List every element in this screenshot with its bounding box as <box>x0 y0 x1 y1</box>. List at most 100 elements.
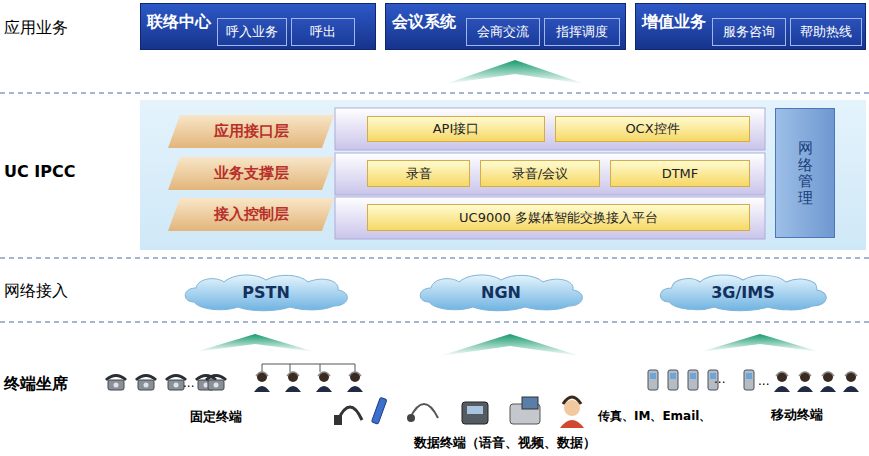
agent-tree-line <box>290 364 291 372</box>
icon-part <box>254 386 270 392</box>
icon-part <box>690 373 696 379</box>
icon-part <box>560 420 584 428</box>
icon-part <box>256 372 268 376</box>
icon-part <box>845 372 857 376</box>
layer-band <box>335 153 765 195</box>
icon-part <box>846 372 856 382</box>
icon-part <box>371 397 386 424</box>
agent-tree-line <box>320 364 321 372</box>
icon-part <box>114 383 119 388</box>
icon-part <box>288 372 298 382</box>
node-text: 会商交流 <box>477 23 529 41</box>
node-text: 业务支撑层 <box>214 164 289 183</box>
icon-part <box>287 372 299 376</box>
icon-part <box>347 386 363 392</box>
icon-part <box>174 383 179 388</box>
icon-part <box>797 386 813 392</box>
icon-part <box>136 376 156 381</box>
icon-part <box>774 386 790 392</box>
icon-part <box>822 372 834 376</box>
icon-part <box>257 372 267 382</box>
icon-part <box>744 370 754 390</box>
up-arrow <box>440 334 580 356</box>
node-text: 呼入业务 <box>226 23 278 41</box>
row-label: UC IPCC <box>4 162 75 181</box>
up-arrow <box>195 334 315 352</box>
icon-part <box>467 406 483 414</box>
node-text: 指挥调度 <box>556 23 608 41</box>
layer-band <box>335 108 765 150</box>
network-cloud: PSTN <box>180 272 352 312</box>
icon-part <box>777 372 787 382</box>
layer-label: 业务支撑层 <box>168 157 334 190</box>
icon-part <box>350 372 360 382</box>
row-label: 网络接入 <box>4 281 68 302</box>
icon-part <box>108 380 124 390</box>
icon-part <box>349 372 361 376</box>
network-cloud: NGN <box>415 272 587 312</box>
function-cell: UC9000 多媒体智能交换接入平台 <box>367 204 750 231</box>
row-label: 终端坐席 <box>4 374 68 395</box>
icon-part <box>318 372 330 376</box>
node-text: DTMF <box>662 166 699 181</box>
icon-part <box>206 376 226 381</box>
service-item: 服务咨询 <box>712 18 786 46</box>
icon-part <box>334 415 342 425</box>
node-text: 帮助热线 <box>800 23 852 41</box>
node-text: 网络管理 <box>798 140 813 206</box>
icon-part <box>319 372 329 382</box>
caption-label: 固定终端 <box>190 408 242 426</box>
dashed-divider <box>0 93 869 94</box>
icon-part <box>800 372 810 382</box>
management-box: 网络管理 <box>775 108 835 238</box>
node-text: API接口 <box>433 120 480 138</box>
node-text: 接入控制层 <box>214 205 289 224</box>
icon-part <box>407 414 415 422</box>
icon-part <box>208 380 224 390</box>
icon-part <box>843 386 859 392</box>
caption-label: ... <box>714 372 725 386</box>
node-text: 服务咨询 <box>723 23 775 41</box>
up-arrow <box>445 60 585 84</box>
service-item: 帮助热线 <box>790 18 862 46</box>
node-text: 录音 <box>406 165 432 183</box>
node-text: 3G/IMS <box>711 283 775 302</box>
dashed-divider <box>0 322 869 323</box>
service-heading: 会议系统 <box>392 12 456 33</box>
icon-part <box>214 383 219 388</box>
icon-part <box>138 380 154 390</box>
service-item: 呼入业务 <box>217 18 287 46</box>
service-item: 指挥调度 <box>544 18 620 46</box>
service-item: 会商交流 <box>466 18 540 46</box>
function-cell: API接口 <box>367 116 545 142</box>
caption-label: 传真、IM、Email、 <box>598 408 711 425</box>
node-text: UC9000 多媒体智能交换接入平台 <box>459 209 658 227</box>
icon-part <box>746 373 752 379</box>
icon-part <box>316 386 332 392</box>
service-box: 联络中心呼入业务呼出 <box>140 3 376 50</box>
ipcc-panel <box>140 100 866 250</box>
node-text: 应用接口层 <box>214 122 289 141</box>
node-text: 录音/会议 <box>512 165 568 183</box>
terminal-icons <box>106 370 859 428</box>
icon-part <box>285 386 301 392</box>
icon-part <box>106 376 126 381</box>
layer-band <box>335 197 765 239</box>
function-cell: 录音/会议 <box>480 160 600 187</box>
node-text: PSTN <box>242 283 290 302</box>
caption-label: ... <box>183 376 194 390</box>
node-text: OCX控件 <box>625 120 679 138</box>
icon-part <box>564 400 580 416</box>
function-cell: OCX控件 <box>555 116 750 142</box>
service-box: 会议系统会商交流 指挥调度 <box>385 3 626 50</box>
layer-label: 接入控制层 <box>168 198 334 231</box>
service-heading: 联络中心 <box>147 12 211 33</box>
service-box: 增值业务服务咨询帮助热线 <box>635 3 866 50</box>
icon-part <box>688 370 698 390</box>
icon-part <box>650 373 656 379</box>
icon-part <box>820 386 836 392</box>
dashed-divider <box>0 258 869 259</box>
icon-part <box>776 372 788 376</box>
icon-part <box>668 370 678 390</box>
